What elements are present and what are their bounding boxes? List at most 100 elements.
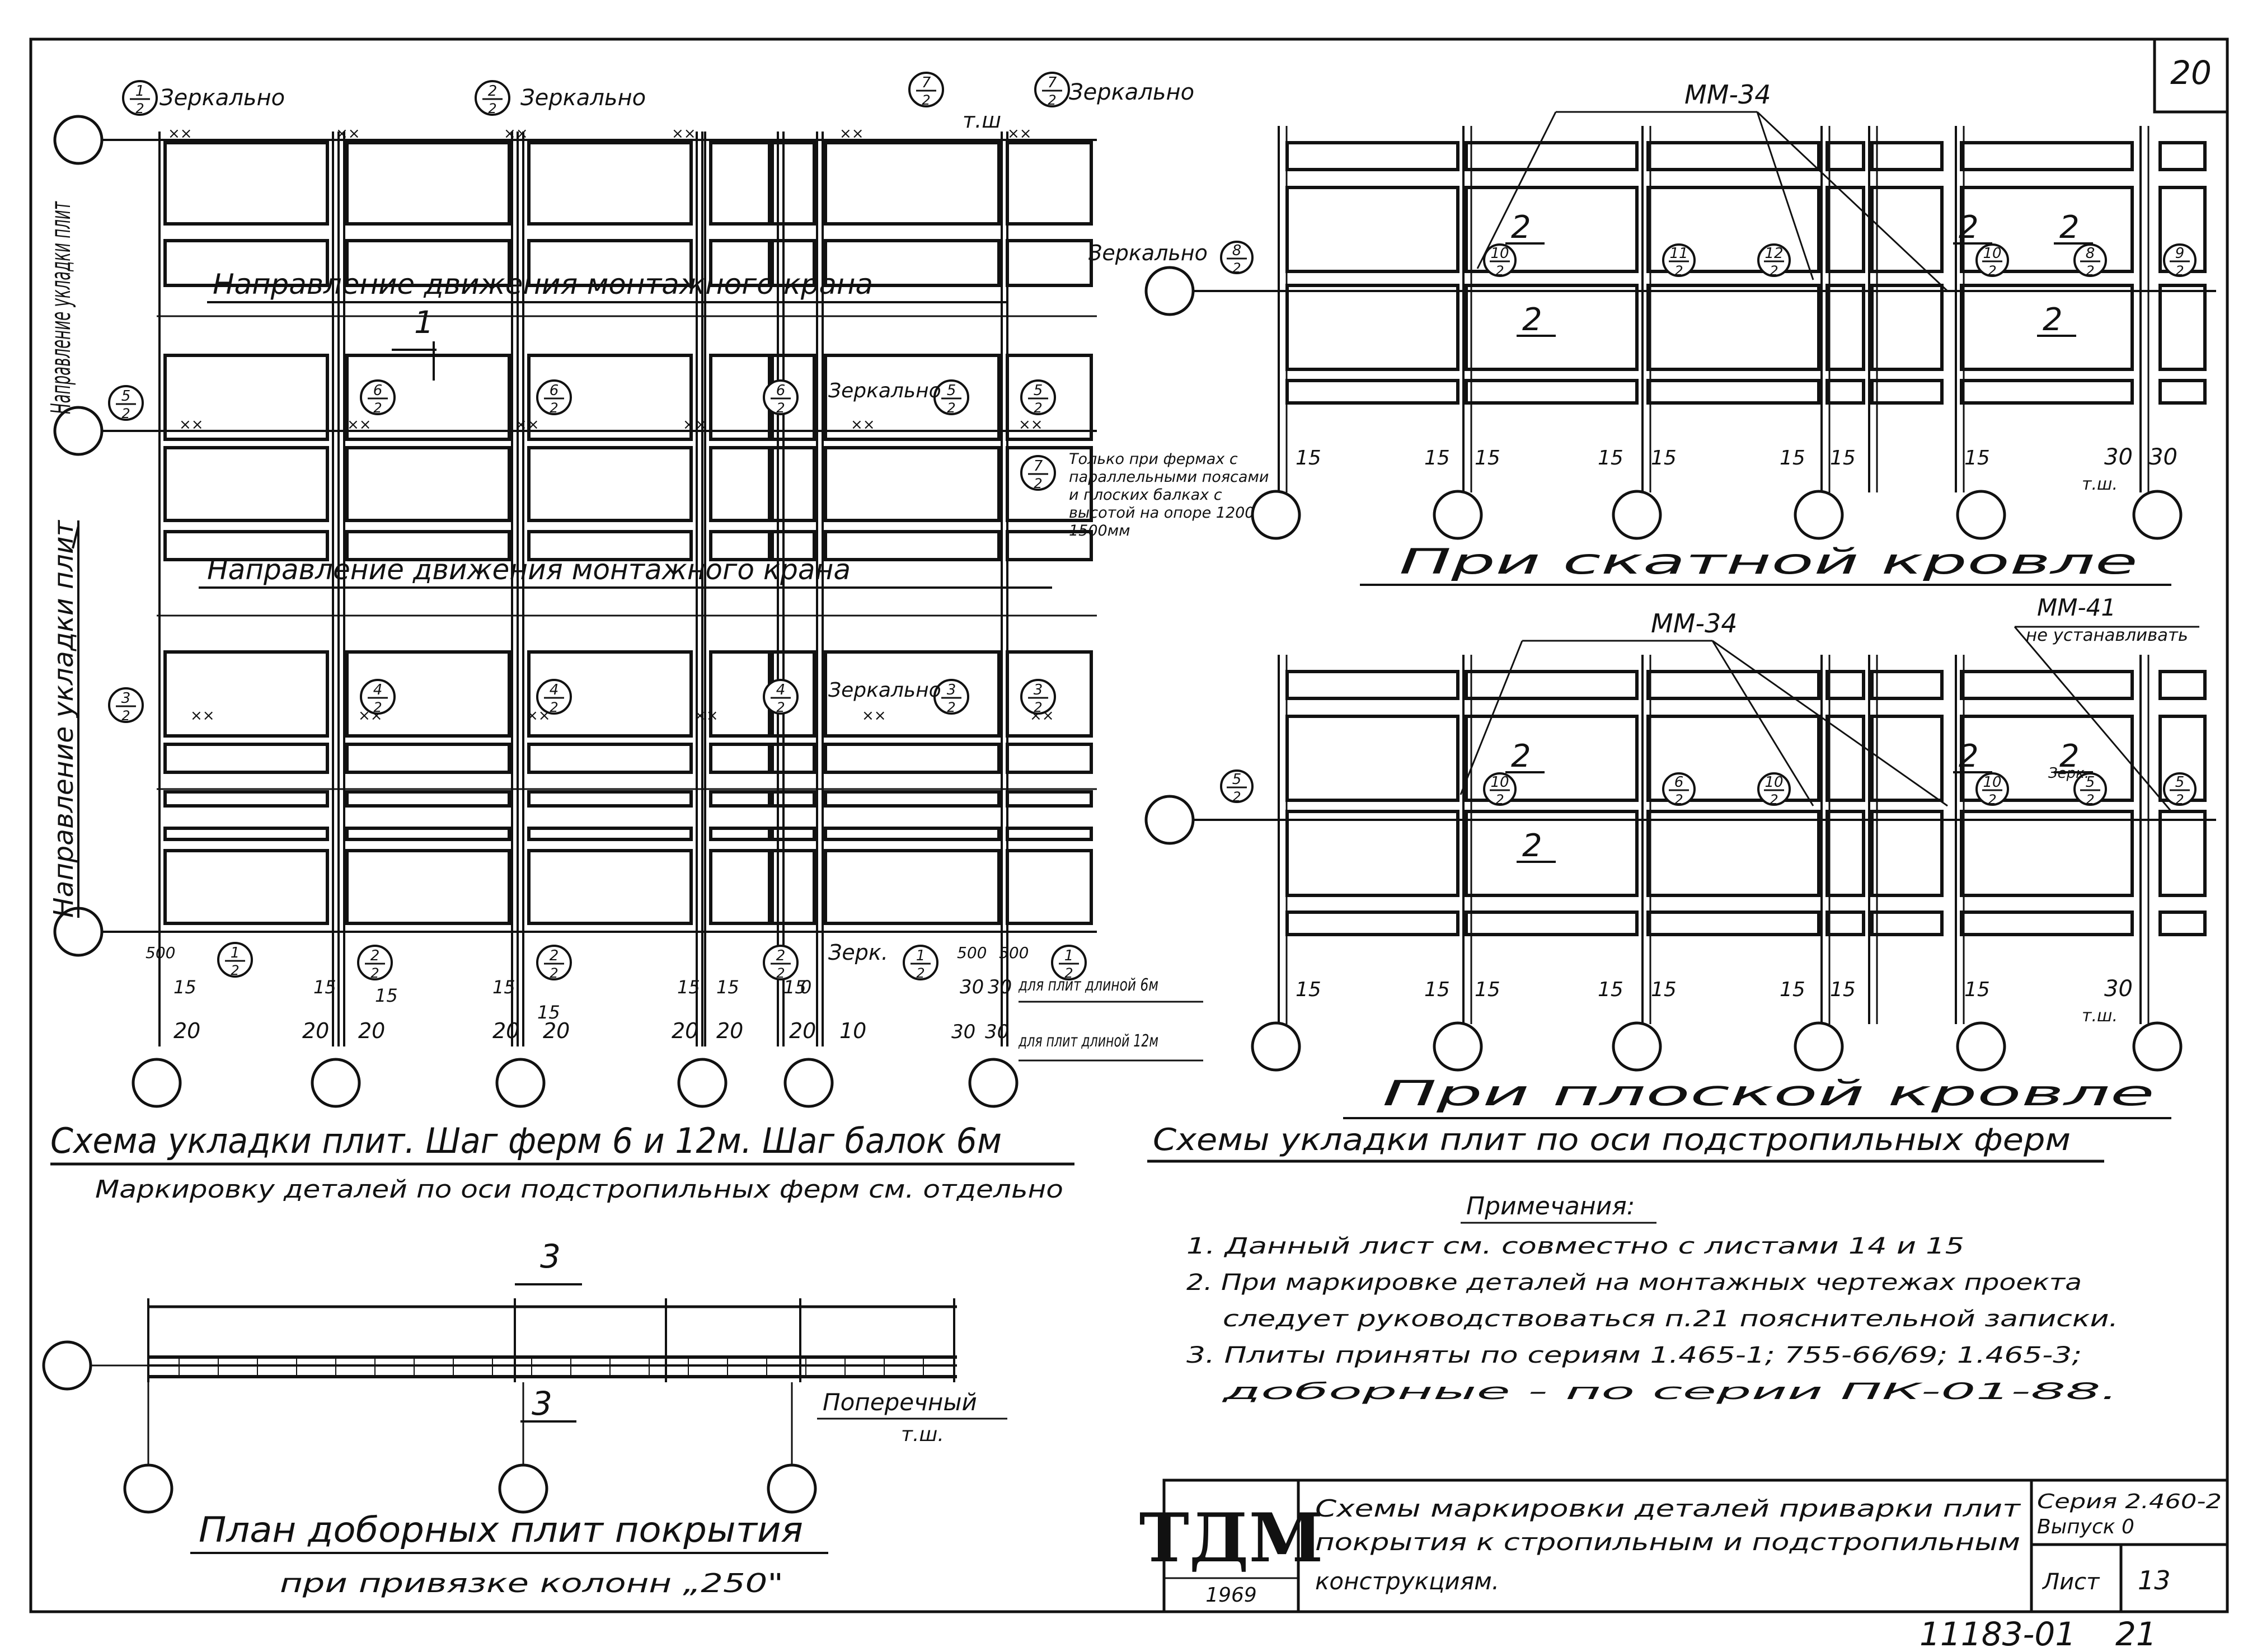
axis-circle-bottom-2 [495,1058,546,1108]
dim-15-7: 15 [537,1002,560,1023]
slab-7-0 [163,790,329,808]
notes-list: 1. Данный лист см. совместно с листами 1… [1186,1233,2118,1405]
dim-15-3: 15 [677,977,700,998]
slab-3-5 [824,446,1001,522]
section-circle-0 [123,1463,173,1514]
slab-4-3 [709,530,774,561]
weld-mark-4: ×× [839,125,864,142]
flat-bubble-5 [2073,772,2107,806]
mirror-label-4: Зеркально [828,379,941,402]
slab-4-2 [527,530,693,561]
slab-1-5 [824,239,1001,287]
sloped-dim30-0: 30 [2104,444,2133,470]
flat-bubble-1-num: 10 [1490,774,1509,791]
row2-bubble-1-num: 4 [550,682,559,698]
slab-4-1 [345,530,511,561]
sloped-slab-c-5 [1960,379,2134,405]
section-circle-1 [498,1463,548,1514]
sloped-slab-a-4 [1870,186,1944,273]
slab-9-6 [1006,849,1093,925]
sloped-slab-top-3 [1825,141,1865,171]
flat-callout-2: ММ-41 [2037,594,2116,621]
row2-bubble-4 [1020,679,1056,715]
sloped-mark-3: 2 [2059,209,2080,246]
flat-bubble-2-den: 2 [1674,792,1683,808]
sloped-callout: ММ-34 [1684,79,1771,110]
sloped-slab-a-2 [1646,186,1820,273]
laying-direction-label-2: Направление укладки плит [48,519,79,918]
sloped-slab-c-4 [1870,379,1944,405]
dim-30-2: 30 [951,1021,975,1043]
mirror-label-3: Зеркально [1069,79,1194,105]
slab-5-1 [345,650,511,738]
title-block-desc-2: покрытия к стропильным и подстропильным [1315,1528,2020,1556]
main-plan-subtitle: Маркировку деталей по оси подстропильных… [95,1175,1063,1204]
sloped-circle-2 [1612,490,1662,540]
sloped-slab-a-3 [1825,186,1865,273]
note-line-2: следует руководствоваться п.21 пояснител… [1223,1306,2118,1332]
dim-20-4: 20 [543,1019,570,1043]
slab-6-0 [163,743,329,774]
flat-bubble-6-den: 2 [2175,792,2184,808]
sloped-slab-c-3 [1825,379,1865,405]
flat-bubble-3-den: 2 [1770,792,1778,808]
flat-leader-3 [1712,640,1948,807]
top-bubble-1 [475,80,510,116]
sloped-bubble-3 [1757,243,1791,277]
flat-bubble-3-num: 10 [1764,774,1783,791]
weld-mark-8: ×× [515,416,539,433]
slab-1-2 [527,239,693,287]
laying-direction-label-1: Направление укладки плит [45,201,77,414]
flat-mark-3: 2 [2059,738,2080,775]
page-number-box [2153,37,2229,114]
flat-bubble-6-num: 5 [2175,774,2185,791]
left-bubble-0-den: 2 [121,406,130,421]
mid-bubble-num: 7 [1034,458,1043,475]
sloped-bubble-0-num: 8 [1232,242,1242,259]
flat-bubble-4 [1975,772,2009,806]
sloped-bubble-0 [1220,241,1254,274]
slab-5-5 [824,650,1001,738]
sloped-bubble-3-den: 2 [1770,263,1778,279]
dim-20-2: 20 [358,1019,385,1043]
flat-slab-b-2 [1646,810,1820,897]
top-bubble-3 [1034,72,1070,107]
dim-30-0: 30 [960,976,984,998]
row2-bubble-2-num: 4 [776,682,786,698]
sloped-bubble-6 [2163,243,2197,277]
slab-0-1 [345,141,511,226]
slab-7-4 [768,790,816,808]
crane-direction-label-1: Направление движения монтажного крана [213,268,873,301]
sloped-slab-a-5 [1960,186,2134,273]
slab-4-5 [824,530,1001,561]
slab-3-4 [768,446,816,522]
row2-bubble-3 [933,679,969,715]
flat-slab-c-1 [1465,911,1639,936]
sloped-bubble-6-den: 2 [2175,263,2184,279]
sloped-slab-b-3 [1825,284,1865,371]
slab-8-1 [345,827,511,841]
flat-bubble-5-num: 5 [2086,774,2095,791]
flat-slab-b-1 [1465,810,1639,897]
row2-bubble-3-num: 3 [947,682,956,698]
dim-15-5: 15 [783,977,806,998]
flat-bubble-5-den: 2 [2086,792,2094,808]
dim-500-1: 500 [957,944,987,962]
sloped-circle-3 [1794,490,1844,540]
flat-mark-1: 2 [1522,828,1542,864]
top-bubble-3-den: 2 [1048,92,1056,108]
slab-8-2 [527,827,693,841]
sloped-mirror-label: Зеркально [1088,241,1208,265]
slab-3-0 [163,446,329,522]
transverse-label: Поперечный [823,1388,977,1416]
flat-bubble-4-den: 2 [1988,792,1996,808]
slab-3-3 [709,446,774,522]
section-title: План доборных плит покрытия [199,1509,803,1550]
sheet-label: Лист [2042,1569,2100,1595]
flat-callout-2-note: не устанавливать [2026,626,2188,645]
slab-3-1 [345,446,511,522]
weld-mark-1: ×× [336,125,360,142]
flat-dim15-1: 15 [1424,978,1450,1001]
row-bubble-3-num: 5 [947,382,956,399]
